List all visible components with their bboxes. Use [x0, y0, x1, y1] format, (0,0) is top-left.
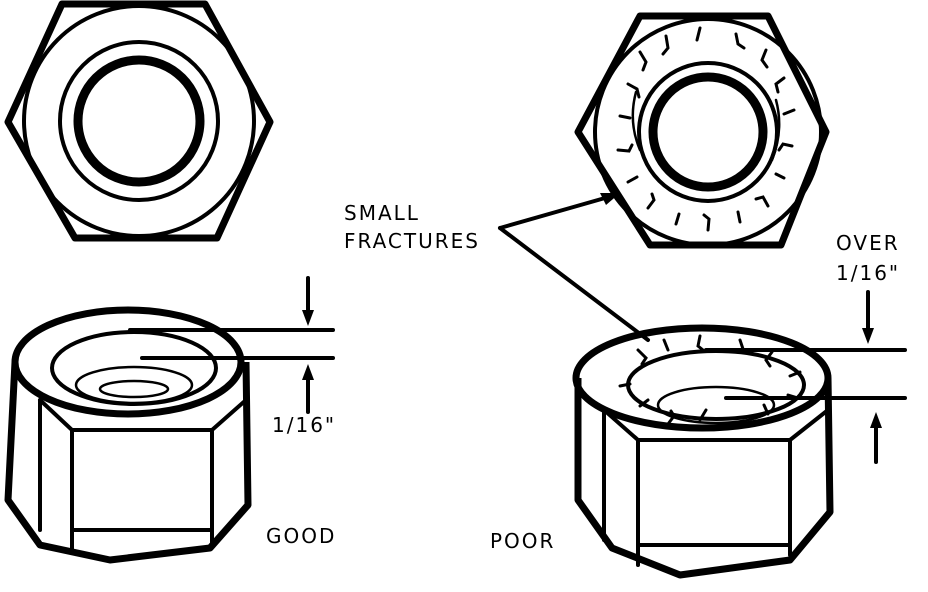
poor-nut-top-view	[574, 12, 830, 249]
poor-nut-side-view	[572, 290, 907, 579]
good-label: GOOD	[266, 524, 336, 548]
over-label-line-1: OVER	[836, 231, 900, 255]
surface-cracks-top	[616, 26, 796, 232]
over-label-line-2: 1/16"	[836, 261, 900, 285]
good-dimension-label: 1/16"	[272, 413, 336, 437]
fracture-label-line-1: SMALL	[344, 201, 420, 225]
fracture-leader-lines	[498, 193, 650, 342]
good-nut-top-view	[4, 0, 274, 242]
good-nut-side-view	[4, 276, 335, 564]
fracture-label-line-2: FRACTURES	[344, 229, 480, 253]
poor-label: POOR	[490, 529, 555, 553]
